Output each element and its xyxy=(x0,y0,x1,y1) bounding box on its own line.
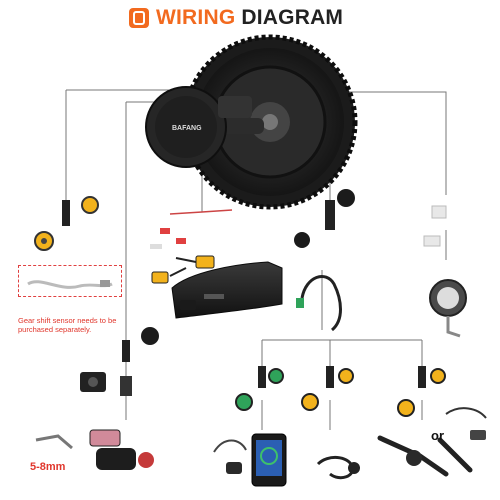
brake-lever-icon xyxy=(377,435,473,477)
left-lower-connectors xyxy=(80,340,132,396)
title-accent: WIRING xyxy=(156,6,236,29)
wiring-label-icon xyxy=(129,8,149,28)
gear-sensor-cable-icon xyxy=(27,280,113,289)
gear-sensor-note: Gear shift sensor needs to be purchased … xyxy=(18,316,117,334)
dimension-label: 5-8mm xyxy=(30,461,66,473)
brake-sensor-icon xyxy=(35,429,154,470)
battery-connector-icon xyxy=(151,255,215,284)
thumb-throttle-icon xyxy=(445,407,487,440)
wiring-lines xyxy=(65,89,447,430)
wire-harness-split xyxy=(261,270,423,380)
harness-cable xyxy=(296,274,342,332)
page-title: WIRING DIAGRAM xyxy=(156,6,343,30)
green-connector-1 xyxy=(235,366,284,411)
alternative-label: or xyxy=(431,428,444,443)
speed-sensor-icon xyxy=(150,209,233,249)
sensor-coil-icon xyxy=(316,456,360,480)
wire-bottom-drops xyxy=(261,400,423,430)
gear-sensor-connector xyxy=(34,196,99,251)
title-rest: DIAGRAM xyxy=(241,6,344,29)
lcd-display-icon xyxy=(213,433,287,487)
title-bar: WIRING DIAGRAM xyxy=(0,0,500,40)
yellow-connector-3 xyxy=(397,366,446,417)
gear-sensor-frame xyxy=(18,265,122,297)
wire-gear-sensor xyxy=(65,89,175,200)
wire-headlight xyxy=(340,91,447,195)
display-connector xyxy=(294,189,355,248)
yellow-connector-2 xyxy=(301,366,354,411)
battery-icon xyxy=(141,261,283,345)
mid-drive-motor-icon: BAFANG xyxy=(145,34,358,210)
headlight-icon xyxy=(423,205,467,338)
motor-brand: BAFANG xyxy=(172,125,202,132)
